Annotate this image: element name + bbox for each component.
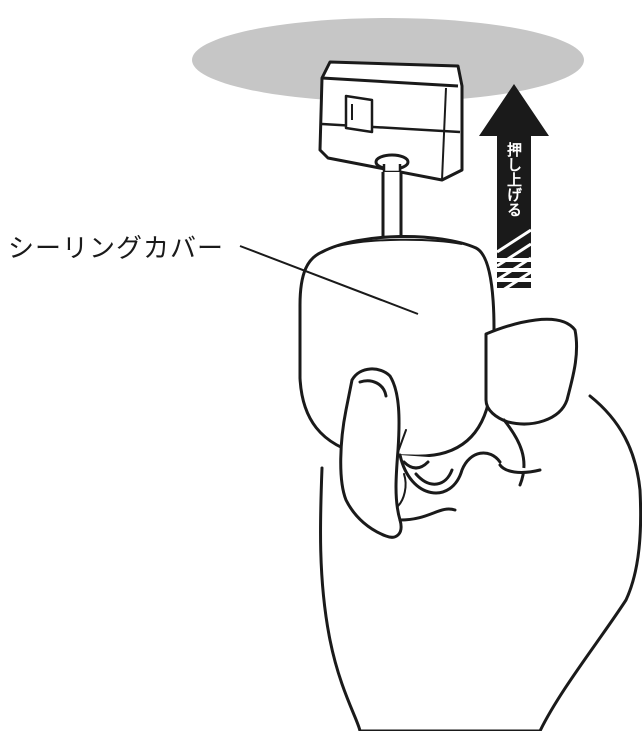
ceiling-cover-label: シーリングカバー xyxy=(8,228,224,265)
push-up-label: 押し上げる xyxy=(505,141,523,217)
up-arrow-icon: 押し上げる xyxy=(479,84,549,290)
